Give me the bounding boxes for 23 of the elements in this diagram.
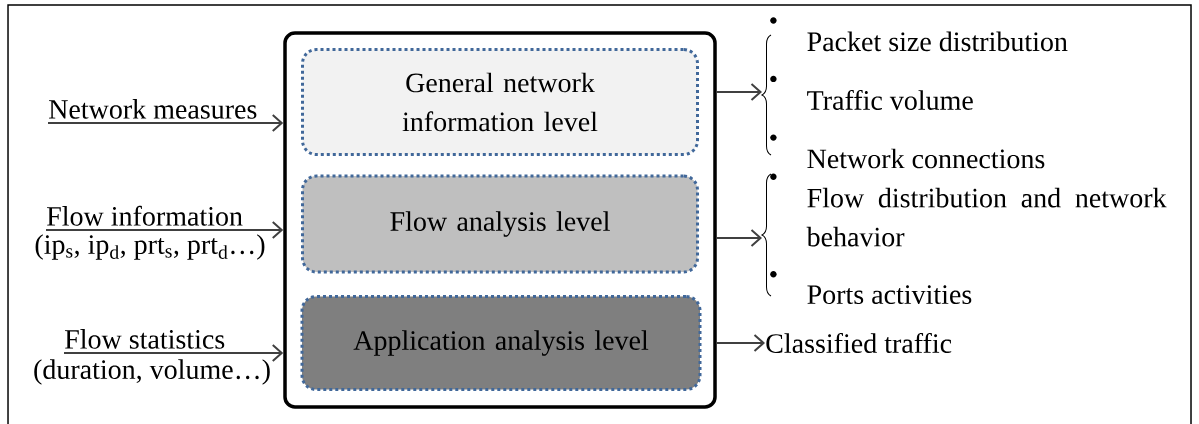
- node-label: Network connections: [807, 148, 1045, 169]
- arrow: [715, 229, 762, 247]
- input-label: Network measures: [49, 99, 257, 119]
- bullet-list: Flow distribution and network behavior Ports activities: [761, 173, 1167, 305]
- arrow: [45, 221, 284, 239]
- input-label: Flow statistics: [65, 329, 225, 349]
- arrow: [63, 344, 284, 362]
- arrow: [47, 114, 284, 132]
- level-box: Application analysis level: [300, 295, 702, 391]
- node-label: Packet size distribution: [807, 31, 1068, 52]
- container-box: [283, 31, 717, 409]
- input-label: Flow information: [47, 205, 243, 226]
- node-label: Ports activities: [807, 285, 972, 305]
- bullet-list: Packet size distribution Traffic volume Network connections: [761, 17, 1068, 169]
- node-label: Flow distribution and network behavior: [806, 187, 1167, 247]
- output-text: Classified traffic: [766, 333, 952, 353]
- parameter-note: (duration, volume…): [34, 359, 270, 385]
- arrow: [715, 83, 762, 101]
- parameter-note: (ip$_{s}$, ip$_{d}$, prt$_{s}$, prt$_{d}$…): [35, 234, 265, 260]
- level-box: Flow analysis level: [301, 174, 699, 274]
- level-box: General network information level: [301, 48, 699, 156]
- node-label: Traffic volume: [807, 89, 973, 110]
- arrow: [715, 334, 765, 352]
